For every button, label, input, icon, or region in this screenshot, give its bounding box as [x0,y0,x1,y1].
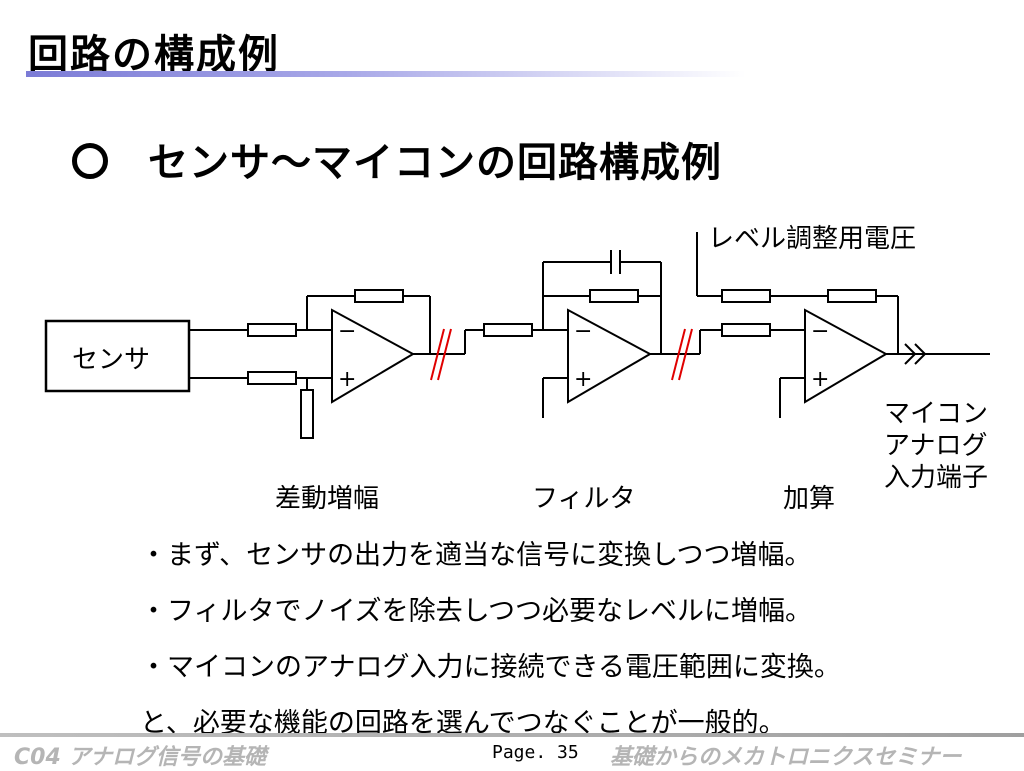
plus-input-sign: + [338,367,356,392]
resistor [300,389,314,439]
stage-label-diff-amp: 差動増幅 [275,484,380,514]
resistor [247,371,297,385]
bullet-list: ・まず、センサの出力を適当な信号に変換しつつ増幅。 ・フィルタでノイズを除去しつ… [140,528,841,752]
op-amp-signs: − + − + − + [338,319,829,392]
resistor [721,323,771,337]
plus-input-sign: + [811,367,829,392]
footer-course: C04 アナログ信号の基礎 [14,745,266,770]
subtitle-text: センサ～マイコンの回路構成例 [148,140,722,186]
output-label-line-1: マイコン [884,399,989,429]
footer-page-number: Page. 35 [492,742,579,763]
op-amp [804,308,889,404]
break-mark [678,328,693,381]
circle-bullet-icon [72,143,108,179]
sensor-box [44,319,191,393]
op-amp [331,308,416,404]
plus-input-sign: + [574,367,592,392]
bullet-item: ・マイコンのアナログ入力に接続できる電圧範囲に変換。 [140,652,841,683]
resistor [247,323,297,337]
footer-seminar: 基礎からのメカトロニクスセミナー [610,745,962,770]
resistor [721,289,771,303]
op-amp [567,308,653,404]
level-voltage-label: レベル調整用電圧 [708,224,917,254]
resistor [589,289,639,303]
stage-label-filter: フィルタ [532,484,636,514]
output-label-line-2: アナログ [884,431,988,461]
resistor [483,323,533,337]
resistor [827,289,877,303]
stage-label-adder: 加算 [783,484,836,514]
break-mark [671,328,686,381]
minus-input-sign: − [574,319,592,344]
output-arrow [904,343,917,365]
break-mark [437,328,452,381]
minus-input-sign: − [338,319,356,344]
footer-divider [0,733,1024,737]
title-underline [26,71,746,77]
slide-subtitle: センサ～マイコンの回路構成例 [72,130,722,188]
output-arrow [914,343,927,365]
resistor [354,289,404,303]
break-mark [430,328,445,381]
minus-input-sign: − [811,319,829,344]
output-label-line-3: 入力端子 [884,463,989,493]
sensor-label: センサ [72,345,151,375]
bullet-item: ・まず、センサの出力を適当な信号に変換しつつ増幅。 [140,540,812,571]
slide-title: 回路の構成例 [28,32,280,78]
bullet-item: ・フィルタでノイズを除去しつつ必要なレベルに増幅。 [140,596,813,627]
